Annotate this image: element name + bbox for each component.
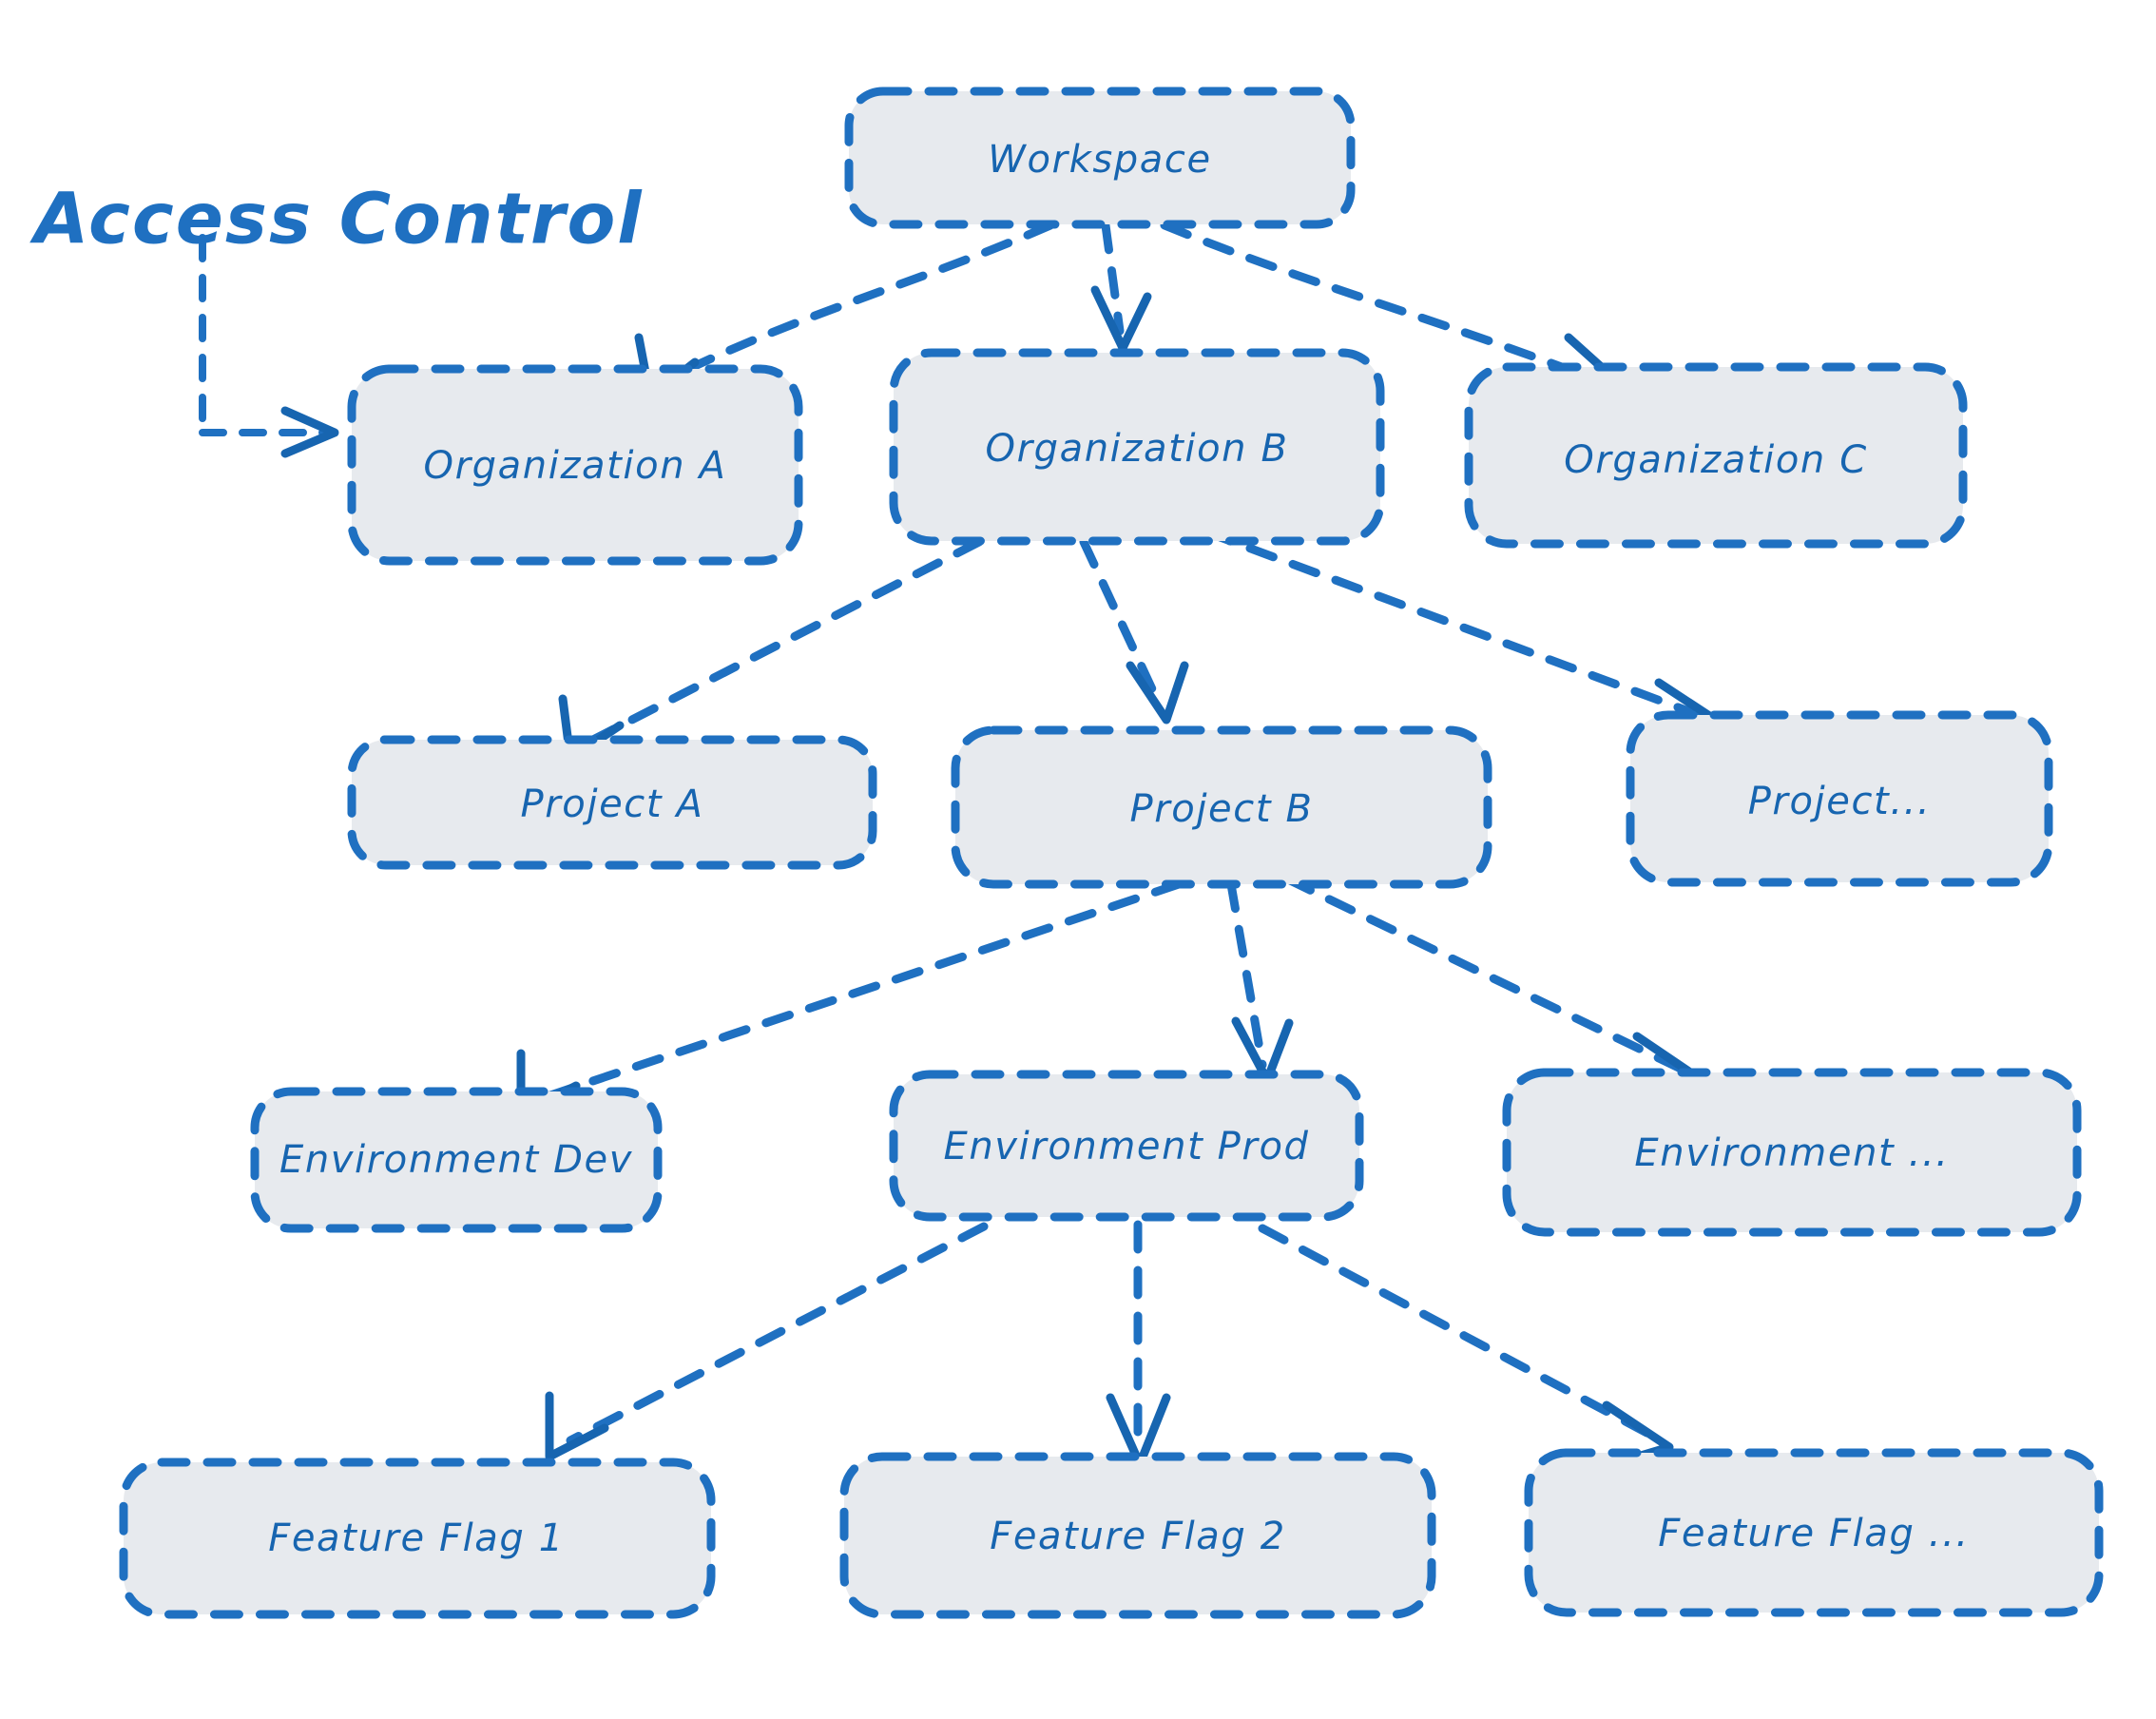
node-feature-flag-more-label: Feature Flag ... (1658, 1512, 1969, 1555)
node-feature-flag-1[interactable]: Feature Flag 1 (119, 1458, 716, 1619)
node-environment-dev-label: Environment Dev (279, 1138, 633, 1182)
edge-workspace-to-org-b (1090, 221, 1152, 353)
node-organization-b[interactable]: Organization B (889, 348, 1385, 546)
node-project-a-label: Project A (521, 782, 704, 826)
node-project-more-box[interactable] (1626, 710, 2053, 887)
node-feature-flag-2[interactable]: Feature Flag 2 (839, 1452, 1436, 1619)
node-project-more-label: Project... (1748, 780, 1932, 823)
access-control-label: Access Control (29, 179, 644, 261)
node-organization-b-box[interactable] (889, 348, 1385, 546)
node-environment-more-label: Environment ... (1634, 1131, 1949, 1175)
node-organization-a-label: Organization A (424, 444, 727, 488)
node-project-a-box[interactable] (347, 735, 877, 870)
node-environment-dev[interactable]: Environment Dev (250, 1087, 663, 1233)
node-environment-more[interactable]: Environment ... (1502, 1068, 2082, 1237)
node-feature-flag-1-label: Feature Flag 1 (268, 1516, 565, 1560)
node-environment-more-box[interactable] (1502, 1068, 2082, 1237)
edge-env-prod-to-ff-1 (545, 1222, 989, 1461)
edge-org-b-to-proj-b (1079, 537, 1189, 724)
node-workspace-box[interactable] (844, 87, 1356, 229)
node-feature-flag-2-label: Feature Flag 2 (990, 1515, 1286, 1558)
annotation-access-control: Access Control (29, 179, 644, 261)
node-workspace[interactable]: Workspace (844, 87, 1356, 229)
node-project-b[interactable]: Project B (951, 725, 1492, 889)
node-feature-flag-1-box[interactable] (119, 1458, 716, 1619)
node-project-more[interactable]: Project... (1626, 710, 2053, 887)
node-organization-a-box[interactable] (347, 364, 803, 566)
node-organization-c-box[interactable] (1464, 362, 1968, 549)
node-environment-prod[interactable]: Environment Prod (889, 1070, 1364, 1222)
node-project-b-label: Project B (1130, 787, 1314, 831)
node-organization-b-label: Organization B (986, 427, 1289, 471)
node-project-a[interactable]: Project A (347, 735, 877, 870)
node-organization-c[interactable]: Organization C (1464, 362, 1968, 549)
node-feature-flag-more-box[interactable] (1524, 1448, 2104, 1617)
node-layer: Workspace Organization A Organization B … (119, 87, 2104, 1619)
node-environment-dev-box[interactable] (250, 1087, 663, 1233)
node-environment-prod-box[interactable] (889, 1070, 1364, 1222)
node-feature-flag-2-box[interactable] (839, 1452, 1436, 1619)
edge-org-b-to-proj-a (558, 537, 984, 763)
node-environment-prod-label: Environment Prod (943, 1125, 1309, 1169)
edge-env-prod-to-ff-more (1258, 1224, 1674, 1469)
node-project-b-box[interactable] (951, 725, 1492, 889)
edge-access-control-to-org-a (199, 234, 339, 458)
edge-proj-b-to-env-prod (1226, 879, 1294, 1085)
node-feature-flag-more[interactable]: Feature Flag ... (1524, 1448, 2104, 1617)
edge-proj-b-to-env-more (1283, 875, 1706, 1100)
edge-org-b-to-proj-more (1203, 528, 1727, 746)
edge-env-prod-to-ff-2 (1106, 1220, 1171, 1469)
node-workspace-label: Workspace (988, 138, 1211, 182)
node-organization-c-label: Organization C (1564, 438, 1867, 482)
node-organization-a[interactable]: Organization A (347, 364, 803, 566)
